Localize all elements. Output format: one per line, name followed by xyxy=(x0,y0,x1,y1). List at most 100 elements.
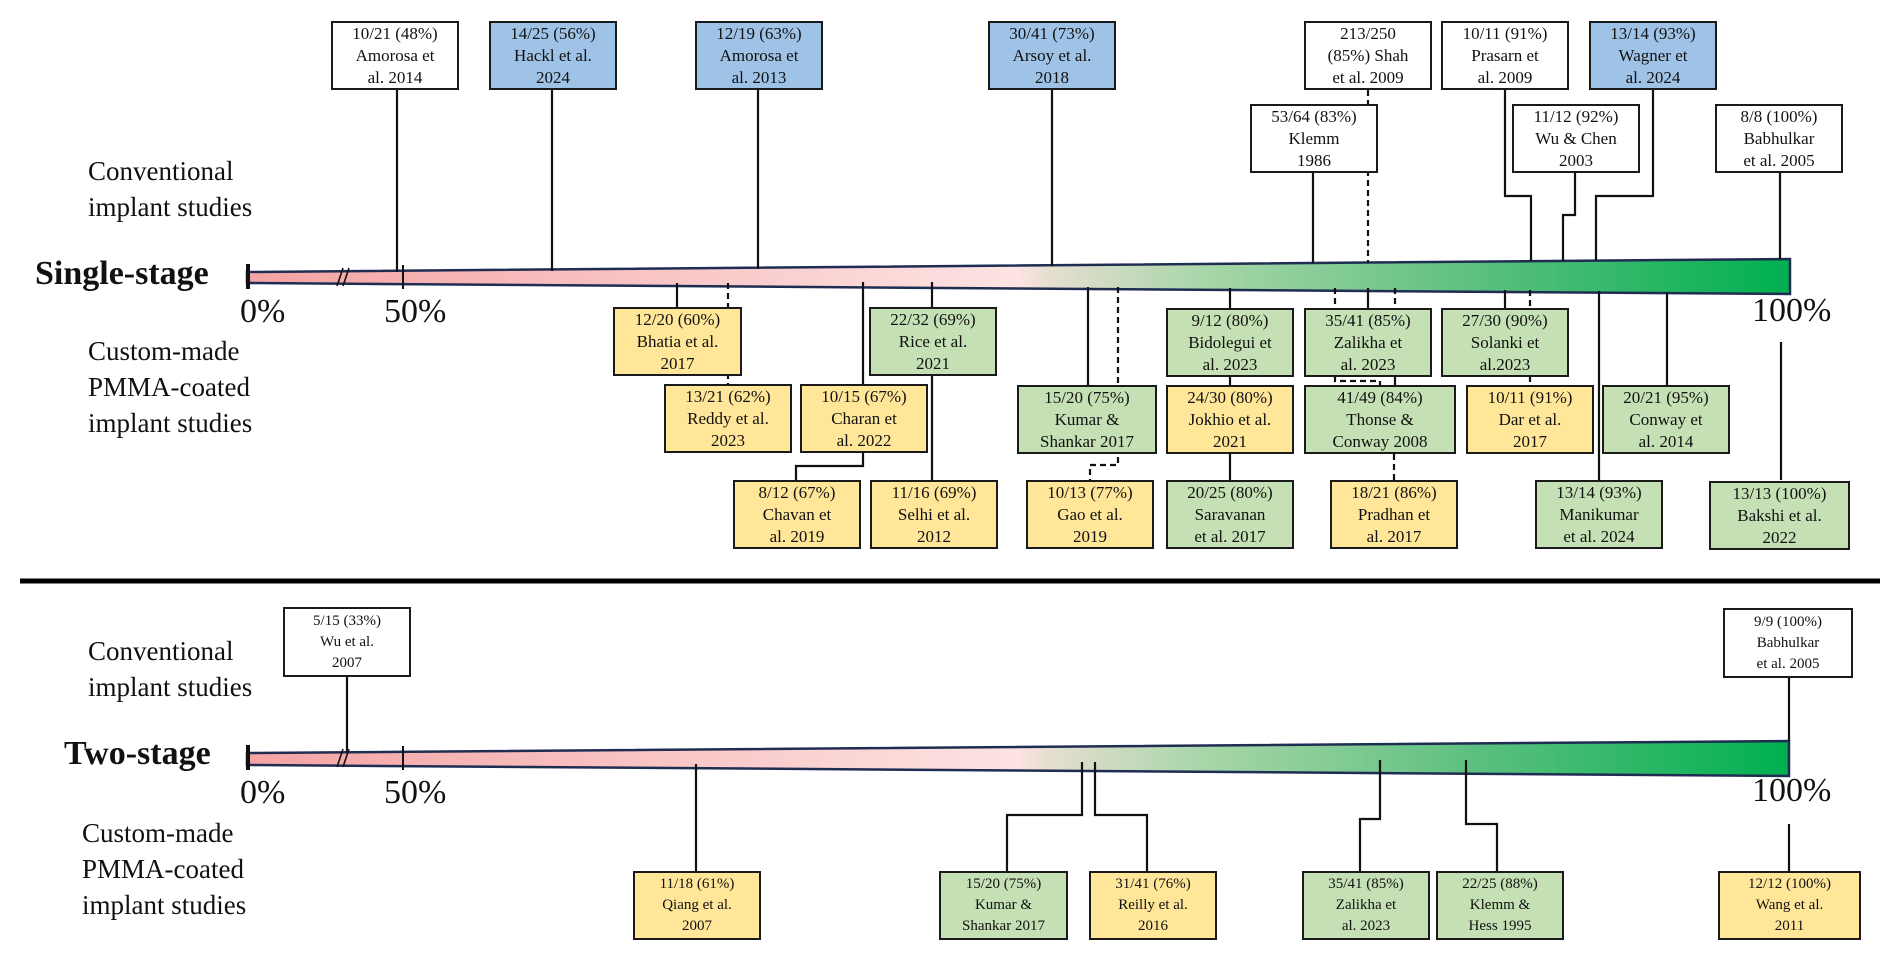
box-line: Wu & Chen xyxy=(1535,128,1617,148)
single-stage-bar xyxy=(245,257,1792,296)
two-conventional-label: Conventional implant studies xyxy=(88,633,252,705)
box-line: 20/21 (95%) xyxy=(1623,387,1709,407)
box-line: Hess 1995 xyxy=(1468,918,1532,934)
single-custom-label: Custom-made PMMA-coated implant studies xyxy=(88,333,252,441)
study-box-klemm-hess-1995: 22/25 (88%)Klemm &Hess 1995 xyxy=(1436,871,1564,940)
box-line: Amorosa et xyxy=(355,45,435,65)
study-box-qiang-2007: 11/18 (61%) Qiang et al. 2007 xyxy=(633,871,761,940)
box-line: 35/41 (85%) xyxy=(1328,876,1404,892)
box-line: Bhatia et al. xyxy=(636,331,719,351)
box-line: 12/12 (100%) xyxy=(1748,876,1831,892)
single-custom-connectors xyxy=(675,282,1783,480)
box-line: al. 2023 xyxy=(1202,354,1258,374)
box-line: 10/11 (91%) xyxy=(1487,387,1573,407)
study-box-wang-2011: 12/12 (100%) Wang et al. 2011 xyxy=(1718,871,1861,940)
box-line: Wang et al. xyxy=(1755,897,1824,913)
box-line: al. 2014 xyxy=(367,67,423,87)
label-line: Custom-made xyxy=(88,336,240,366)
box-line: al. 2023 xyxy=(1341,918,1391,934)
box-line: Hackl et al. xyxy=(514,45,592,65)
two-axis-100: 100% xyxy=(1752,772,1832,809)
box-line: Wagner et xyxy=(1618,45,1688,65)
study-box-bhatia-2017: 12/20 (60%)Bhatia et al.2017 xyxy=(613,307,742,376)
box-line: al. 2013 xyxy=(731,67,787,87)
box-line: et al. 2017 xyxy=(1194,526,1266,546)
study-box-wu-2007: 5/15 (33%)Wu et al.2007 xyxy=(283,607,411,677)
box-line: 13/14 (93%) xyxy=(1610,23,1696,43)
study-box-dar-2017: 10/11 (91%)Dar et al.2017 xyxy=(1466,385,1594,454)
box-line: Thonse & xyxy=(1346,409,1414,429)
label-line: implant studies xyxy=(88,408,253,438)
box-line: Saravanan xyxy=(1194,504,1266,524)
box-line: 12/20 (60%) xyxy=(634,309,721,329)
box-line: 2007 xyxy=(332,654,362,671)
box-line: 2017 xyxy=(1513,431,1547,451)
box-line: al. 2022 xyxy=(836,430,892,450)
box-line: 15/20 (75%) xyxy=(965,876,1042,892)
box-line: 20/25 (80%) xyxy=(1187,482,1273,502)
box-line: Dar et al. xyxy=(1498,409,1562,429)
box-line: 9/9 (100%) xyxy=(1754,613,1822,630)
box-line: Solanki et xyxy=(1470,332,1540,352)
box-line: 22/25 (88%) xyxy=(1462,876,1538,892)
box-line: 5/15 (33%) xyxy=(313,612,381,629)
box-line: 13/21 (62%) xyxy=(685,386,771,406)
box-line: 41/49 (84%) xyxy=(1337,387,1423,407)
box-line: 11/16 (69%) xyxy=(891,482,977,502)
box-line: 53/64 (83%) xyxy=(1271,106,1357,126)
box-line: 2007 xyxy=(682,918,712,934)
box-line: 2017 xyxy=(660,353,695,373)
box-line: 2018 xyxy=(1035,67,1069,87)
box-line: Zalikha et xyxy=(1333,332,1403,352)
box-line: 31/41 (76%) xyxy=(1115,876,1191,892)
box-line: Shankar 2017 xyxy=(1040,431,1134,451)
box-line: 10/11 (91%) xyxy=(1462,23,1548,43)
box-line: al. 2009 xyxy=(1477,67,1533,87)
box-line: 213/250 xyxy=(1340,23,1396,43)
box-line: 2003 xyxy=(1559,150,1593,170)
box-line: et al. 2024 xyxy=(1563,526,1635,546)
study-box-jokhio-2021: 24/30 (80%)Jokhio et al.2021 xyxy=(1166,385,1294,454)
label-line: Custom-made xyxy=(82,818,234,848)
box-line: 18/21 (86%) xyxy=(1351,482,1437,502)
single-axis-100: 100% xyxy=(1752,292,1832,329)
box-line: 13/14 (93%) xyxy=(1556,482,1642,502)
box-line: 2011 xyxy=(1774,918,1805,934)
study-box-reilly-2016: 31/41 (76%)Reilly et al.2016 xyxy=(1089,871,1217,940)
box-line: 2022 xyxy=(1762,527,1797,547)
box-line: 2021 xyxy=(1213,431,1247,451)
box-line: Arsoy et al. xyxy=(1012,45,1092,65)
single-conventional-label: Conventional implant studies xyxy=(88,153,252,225)
study-box-hackl-2024: 14/25 (56%)Hackl et al.2024 xyxy=(489,21,617,90)
study-box-rice-2021: 22/32 (69%)Rice et al.2021 xyxy=(869,307,997,376)
box-line: 35/41 (85%) xyxy=(1325,310,1411,330)
box-line: 2024 xyxy=(536,67,570,87)
box-line: 11/18 (61%) xyxy=(659,876,735,892)
single-axis-0: 0% xyxy=(240,293,286,330)
box-line: 10/15 (67%) xyxy=(821,386,907,406)
box-line: 2021 xyxy=(916,353,950,373)
box-line: 22/32 (69%) xyxy=(890,309,976,329)
label-line: implant studies xyxy=(82,890,247,920)
box-line: Chavan et xyxy=(762,504,832,524)
label-line: implant studies xyxy=(88,672,253,702)
two-axis-50: 50% xyxy=(384,774,447,811)
box-line: al. 2019 xyxy=(769,526,825,546)
box-line: Rice et al. xyxy=(898,331,968,351)
box-line: 15/20 (75%) xyxy=(1044,387,1130,407)
box-line: al. 2017 xyxy=(1366,526,1422,546)
two-stage-bar xyxy=(245,739,1791,778)
box-line: et al. 2005 xyxy=(1756,655,1820,672)
box-line: Qiang et al. xyxy=(662,897,732,913)
box-line: Babhulkar xyxy=(1756,634,1820,651)
